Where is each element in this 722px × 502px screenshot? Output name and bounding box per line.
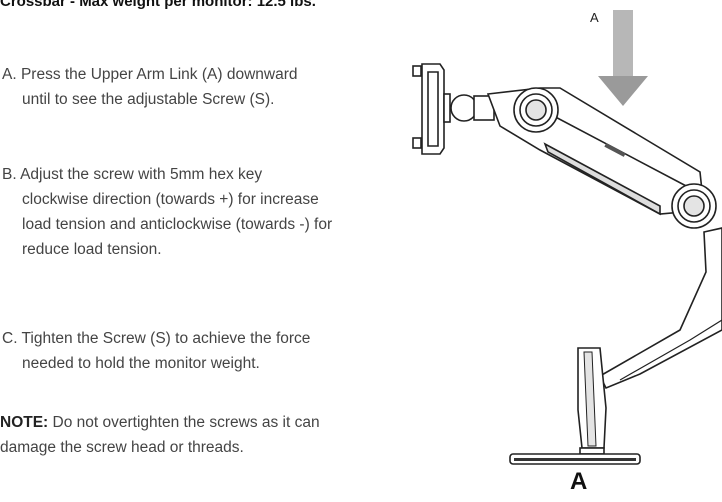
step-c-line-2: needed to hold the monitor weight. <box>22 355 260 372</box>
down-arrow-icon <box>598 10 648 106</box>
step-b-line-2: clockwise direction (towards +) for incr… <box>22 191 319 208</box>
note-label: NOTE: <box>0 414 49 431</box>
note: NOTE: Do not overtighten the screws as i… <box>0 410 320 460</box>
lower-arm <box>509 227 722 465</box>
step-b-line-4: reduce load tension. <box>22 241 162 258</box>
upper-arm-link <box>486 87 717 229</box>
page-heading: Crossbar - Max weight per monitor: 12.5 … <box>0 0 316 10</box>
step-c-line-1: C. Tighten the Screw (S) to achieve the … <box>2 330 311 347</box>
monitor-mount-plate <box>412 63 495 155</box>
note-text-2: damage the screw head or threads. <box>0 439 244 456</box>
step-a-line-2: until to see the adjustable Screw (S). <box>22 91 275 108</box>
step-b-line-3: load tension and anticlockwise (towards … <box>22 216 333 233</box>
step-b-line-1: B. Adjust the screw with 5mm hex key <box>2 166 263 183</box>
step-b: B. Adjust the screw with 5mm hex key clo… <box>2 162 332 262</box>
step-c: C. Tighten the Screw (S) to achieve the … <box>2 326 310 376</box>
step-a-line-1: A. Press the Upper Arm Link (A) downward <box>2 66 298 83</box>
figure-label: A <box>570 468 588 495</box>
arrow-label: A <box>590 10 599 25</box>
step-a: A. Press the Upper Arm Link (A) downward… <box>2 62 297 112</box>
note-text-1: Do not overtighten the screws as it can <box>48 414 320 431</box>
